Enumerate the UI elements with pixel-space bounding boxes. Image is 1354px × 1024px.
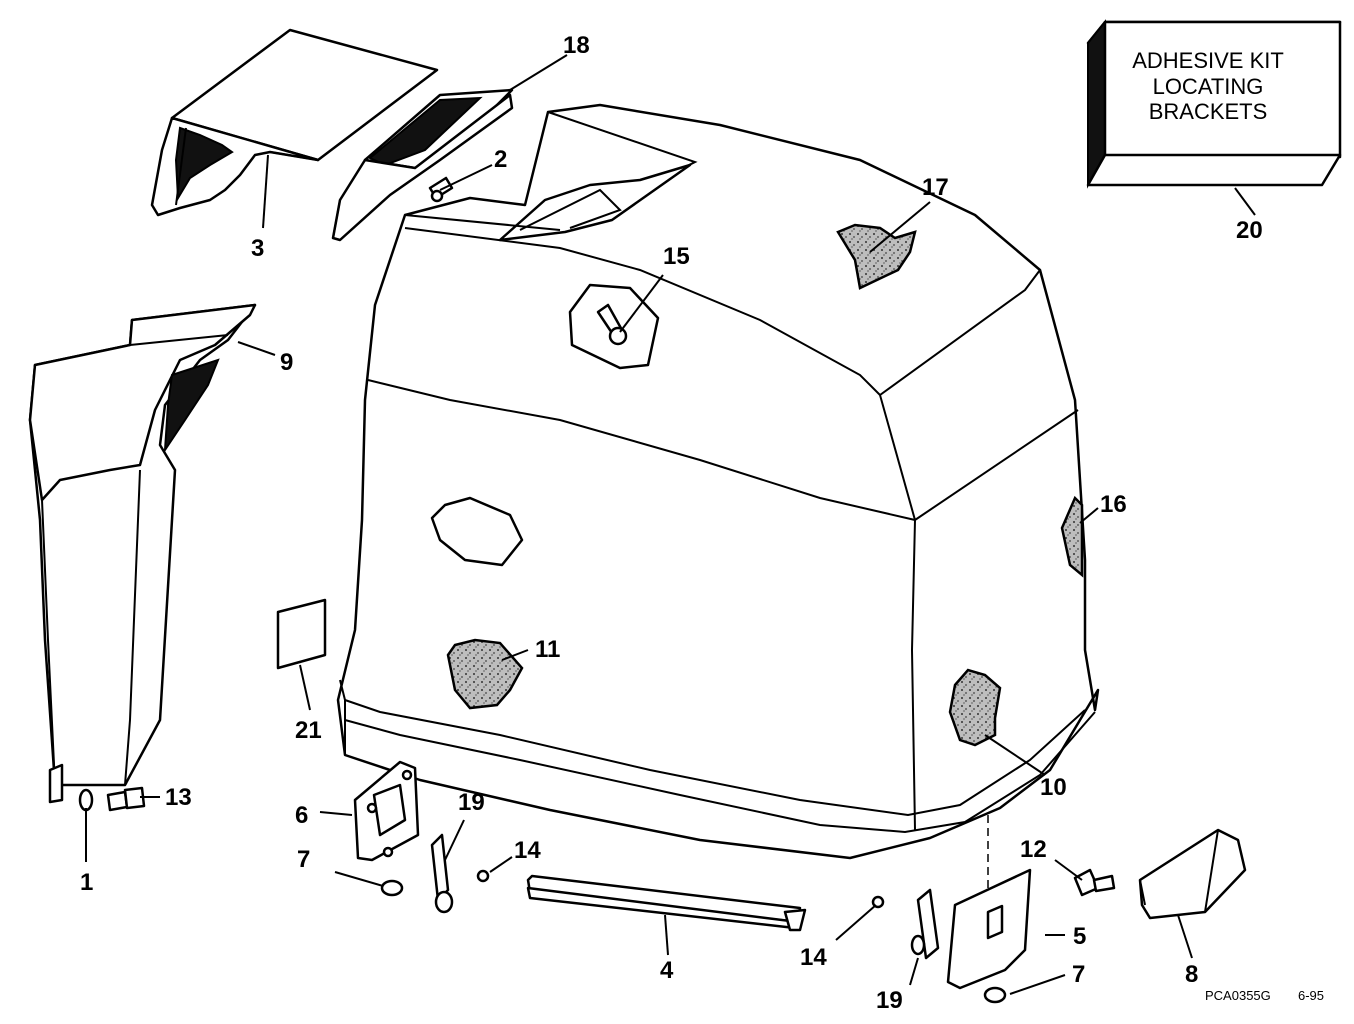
motor-cover xyxy=(336,103,1100,860)
pad-part-17 xyxy=(836,223,917,290)
bolt-part-12 xyxy=(1073,868,1116,897)
box-label-line2: LOCATING xyxy=(1153,74,1264,99)
callout-20: 20 xyxy=(1236,217,1263,244)
bracket-part-19-right xyxy=(910,888,940,960)
side-cover-part-9 xyxy=(28,303,257,804)
callout-2: 2 xyxy=(494,146,507,173)
callout-9: 9 xyxy=(280,349,293,376)
callout-16: 16 xyxy=(1100,491,1127,518)
plate-part-5 xyxy=(946,868,1032,990)
bracket-part-19-left xyxy=(430,833,454,914)
callout-7-right: 7 xyxy=(1072,961,1085,988)
screw-part-2 xyxy=(428,176,454,203)
pad-part-15 xyxy=(568,283,660,370)
bracket-part-6 xyxy=(353,760,420,862)
decal-part-21 xyxy=(276,598,327,670)
bolt-part-13 xyxy=(106,786,146,812)
callout-3: 3 xyxy=(251,235,264,262)
callout-11: 11 xyxy=(535,636,560,663)
box-label-line1: ADHESIVE KIT xyxy=(1132,48,1284,73)
pad-part-11 xyxy=(446,638,524,710)
drawing-date: 6-95 xyxy=(1298,988,1324,1003)
callout-21: 21 xyxy=(295,717,322,744)
bumper-part-7-left xyxy=(380,879,404,897)
callout-15: 15 xyxy=(663,243,690,270)
callout-12: 12 xyxy=(1020,836,1047,863)
callout-7-left: 7 xyxy=(297,846,310,873)
callout-19-right: 19 xyxy=(876,987,903,1014)
callout-1: 1 xyxy=(80,869,93,896)
box-label-line3: BRACKETS xyxy=(1149,99,1268,124)
pad-block-part-8 xyxy=(1138,828,1247,920)
callout-14-left: 14 xyxy=(514,837,541,864)
pad-part-10 xyxy=(948,668,1002,747)
callout-19-left: 19 xyxy=(458,789,485,816)
callout-8: 8 xyxy=(1185,961,1198,988)
callout-10: 10 xyxy=(1040,774,1067,801)
callout-13: 13 xyxy=(165,784,192,811)
drawing-code: PCA0355G xyxy=(1205,988,1271,1003)
callout-labels: 1 2 3 4 5 6 7 7 8 9 10 11 12 13 14 14 15… xyxy=(80,32,1263,1014)
leader-lines xyxy=(85,54,1256,995)
bumper-part-7-right xyxy=(983,986,1007,1004)
adhesive-kit-box-part-20: ADHESIVE KIT LOCATING BRACKETS xyxy=(1086,19,1342,189)
pad-part-16 xyxy=(1060,495,1084,578)
callout-4: 4 xyxy=(660,957,674,984)
air-intake-cover-part-3 xyxy=(150,28,439,217)
callout-6: 6 xyxy=(295,802,308,829)
callout-17: 17 xyxy=(922,174,949,201)
screw-part-14-left xyxy=(476,869,490,883)
callout-5: 5 xyxy=(1073,923,1086,950)
callout-18: 18 xyxy=(563,32,590,59)
seal-strip-part-4 xyxy=(526,874,807,932)
callout-14-right: 14 xyxy=(800,944,827,971)
air-vent-part-18 xyxy=(331,88,514,242)
washer-part-1 xyxy=(78,788,94,812)
